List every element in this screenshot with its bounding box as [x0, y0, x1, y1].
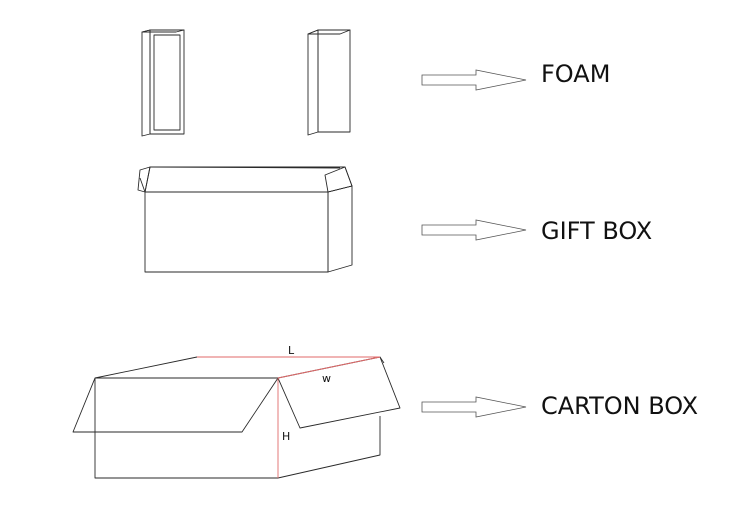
foam-insert-closed — [307, 29, 351, 136]
length-label: L — [288, 344, 295, 357]
gift-box — [137, 166, 353, 273]
arrow-gift-box — [421, 219, 527, 241]
arrow-foam — [421, 69, 527, 91]
arrow-carton-box — [421, 396, 527, 418]
carton-box-label: CARTON BOX — [541, 392, 698, 420]
height-label: H — [282, 430, 290, 443]
carton-box — [72, 356, 401, 479]
width-label: w — [322, 372, 331, 385]
gift-box-label: GIFT BOX — [541, 217, 652, 245]
foam-label: FOAM — [541, 60, 610, 88]
width-line — [277, 356, 381, 379]
foam-insert-open — [141, 29, 185, 137]
